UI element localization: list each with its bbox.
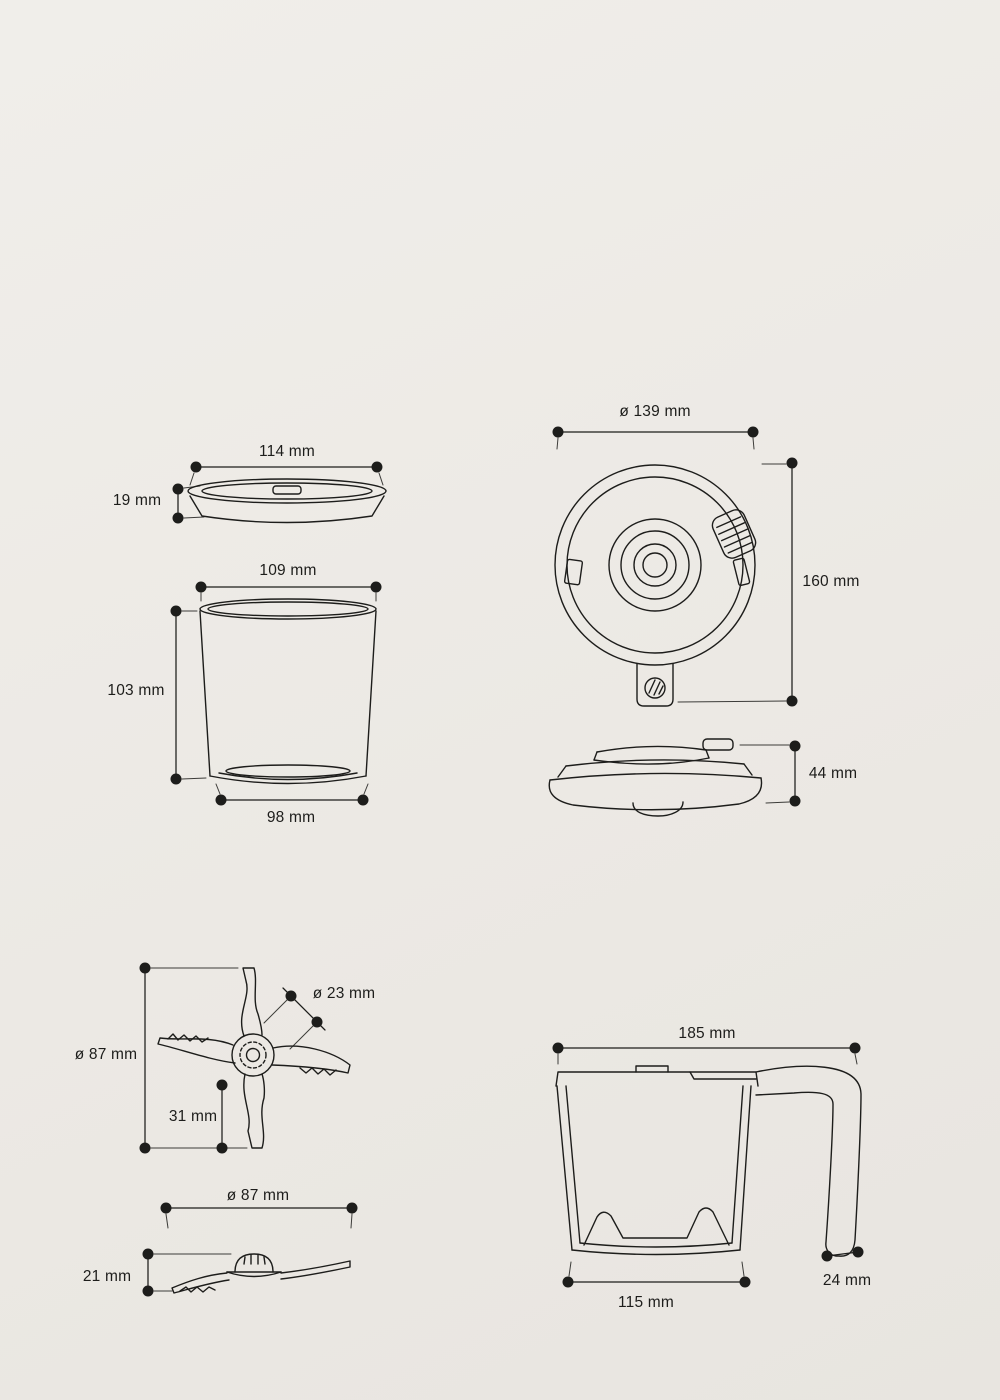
cup-drawing — [199, 598, 377, 785]
lid-drawing — [187, 478, 387, 524]
dim-label-jug-handle-width: 24 mm — [822, 1272, 872, 1289]
dim-label-jug-width: 185 mm — [678, 1025, 736, 1042]
jug-drawing — [555, 1065, 862, 1257]
side-notch — [563, 558, 584, 586]
dim-label-blade-hub-diameter: ø 23 mm — [312, 985, 376, 1002]
dial-strip — [732, 557, 751, 587]
dim-label-blade-diameter: ø 87 mm — [74, 1046, 138, 1063]
flat-blade-dimensions — [142, 1202, 358, 1297]
bottom-tab — [636, 663, 674, 707]
base-drawing — [548, 738, 763, 817]
base-dimensions — [739, 740, 801, 807]
flat-blade-drawing — [171, 1253, 351, 1294]
head-dimensions — [552, 426, 798, 707]
dim-label-cup-top-width: 109 mm — [259, 562, 317, 579]
dim-label-blade-arm-length: 31 mm — [168, 1108, 218, 1125]
speed-dial — [711, 509, 757, 559]
head-drawing — [554, 464, 757, 707]
jug-handle — [755, 1065, 862, 1257]
dim-label-head-diameter: ø 139 mm — [619, 403, 691, 420]
dim-label-flat-blade-height: 21 mm — [82, 1268, 132, 1285]
cup-dimensions — [170, 581, 382, 806]
dim-label-cup-height: 103 mm — [107, 682, 165, 699]
dim-label-base-height: 44 mm — [808, 765, 858, 782]
jug-dimensions — [552, 1042, 864, 1288]
dim-label-cup-bottom-width: 98 mm — [266, 809, 316, 826]
dim-label-jug-bottom-width: 115 mm — [617, 1294, 675, 1311]
dim-label-lid-width: 114 mm — [258, 443, 316, 460]
cross-blade-dimensions — [139, 962, 326, 1154]
cross-blade-drawing — [157, 967, 351, 1149]
dim-label-flat-blade-diameter: ø 87 mm — [226, 1187, 290, 1204]
dim-label-head-height: 160 mm — [802, 573, 860, 590]
lid-dimensions — [172, 461, 384, 524]
dim-label-lid-height: 19 mm — [112, 492, 162, 509]
